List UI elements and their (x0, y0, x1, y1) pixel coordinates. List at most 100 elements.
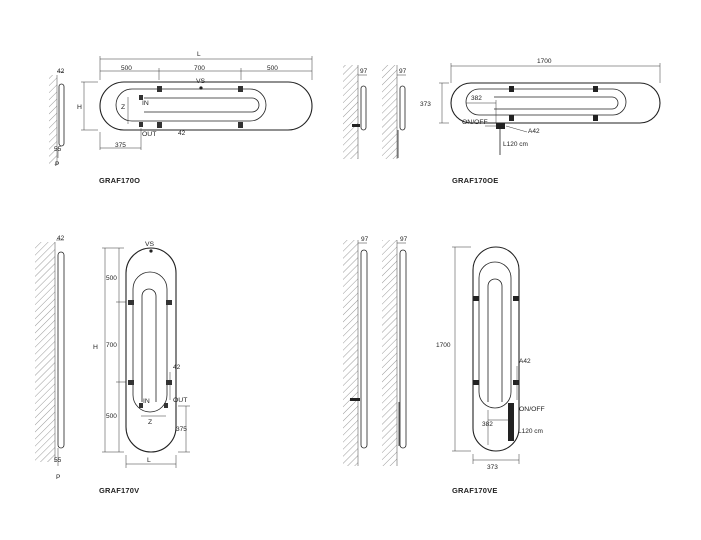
graf170o-in-connector (139, 95, 143, 100)
graf170ve-dim-1700: 1700 (436, 342, 451, 349)
graf170v-dim-500a: 500 (106, 275, 117, 282)
graf170o-side-wall-hatch (49, 75, 57, 165)
graf170ve-bracket (513, 380, 519, 385)
graf170oe-bracket (593, 86, 598, 92)
graf170v-bracket (166, 300, 172, 305)
graf170ve-dim-97b: 97 (400, 236, 408, 243)
graf170v-z-label: Z (148, 419, 152, 426)
graf170v-wall-hatch (35, 242, 55, 462)
graf170oe-outer-loop (450, 82, 661, 124)
graf170v-l-label: L (147, 457, 151, 464)
graf170oe-wall-hatch-1 (343, 65, 358, 159)
graf170ve-side-plug-1 (350, 398, 360, 401)
graf170ve-bracket (513, 296, 519, 301)
graf170v-inner-loop-1 (132, 271, 168, 413)
graf170oe-dim-1700: 1700 (537, 58, 552, 65)
graf170o-in-label: IN (142, 100, 149, 107)
graf170oe-drawing: 97 97 1700 373 382 ON/OFF A42 L120 cm (343, 58, 661, 185)
graf170o-inner-loop-1 (115, 88, 267, 122)
graf170v-inner-loop-2 (141, 288, 157, 402)
graf170v-dim-55: 55 (54, 457, 62, 464)
graf170oe-l120-label: L120 cm (503, 141, 528, 148)
graf170oe-thermostat (496, 123, 505, 129)
graf170o-out-label: OUT (142, 131, 156, 138)
graf170oe-dim-97a: 97 (360, 68, 368, 75)
graf170v-in-connector (139, 403, 143, 408)
graf170oe-dim-97b: 97 (399, 68, 407, 75)
graf170v-outer-loop (125, 247, 177, 453)
graf170v-dim-375: 375 (176, 426, 187, 433)
graf170o-dim-42-side: 42 (57, 68, 65, 75)
graf170ve-bracket (473, 296, 479, 301)
graf170v-in-label: IN (143, 398, 150, 405)
graf170v-p-label: P (56, 474, 60, 481)
graf170o-bracket (238, 86, 243, 92)
graf170oe-side-plug-1 (352, 124, 360, 127)
graf170o-drawing: 42 55 P L 500 700 500 VS H Z IN (49, 51, 313, 185)
graf170oe-caption: GRAF170OE (452, 176, 498, 185)
graf170v-drawing: 42 55 P VS 500 700 500 H 42 IN OUT Z (35, 235, 190, 495)
graf170oe-side-radiator-2 (399, 85, 406, 131)
graf170o-dim-42-pipe: 42 (178, 130, 186, 137)
graf170o-vent-valve (199, 86, 203, 90)
graf170o-dim-500b: 500 (267, 65, 278, 72)
graf170o-bracket (157, 122, 162, 128)
graf170o-dim-375: 375 (115, 142, 126, 149)
graf170ve-inner-loop-1 (478, 261, 512, 409)
graf170o-p-label: P (55, 161, 59, 168)
graf170ve-on-off-label: ON/OFF (519, 406, 545, 413)
graf170v-out-label: OUT (173, 397, 187, 404)
graf170ve-wall-hatch-2 (382, 240, 397, 466)
graf170ve-side-radiator-2 (399, 249, 407, 449)
graf170v-bracket (166, 380, 172, 385)
graf170oe-a42-label: A42 (528, 128, 540, 135)
graf170o-dim-L: L (197, 51, 201, 58)
graf170v-dim-42-side: 42 (57, 235, 65, 242)
graf170ve-dim-97a: 97 (361, 236, 369, 243)
graf170o-bracket (238, 122, 243, 128)
graf170oe-inner-loop-2 (494, 96, 619, 110)
graf170o-bracket (157, 86, 162, 92)
graf170ve-bracket (473, 380, 479, 385)
graf170o-dim-500a: 500 (121, 65, 132, 72)
graf170oe-bracket (509, 115, 514, 121)
graf170v-dim-500b: 500 (106, 413, 117, 420)
graf170o-vs-label: VS (196, 78, 206, 85)
graf170v-caption: GRAF170V (99, 486, 139, 495)
graf170v-bracket (128, 380, 134, 385)
graf170oe-wall-hatch-2 (382, 65, 397, 159)
graf170ve-thermostat (508, 403, 514, 441)
graf170oe-side-radiator-1 (360, 85, 367, 131)
graf170ve-drawing: 97 97 1700 A42 ON/OFF 382 L120 cm 373 GR… (343, 236, 545, 495)
graf170o-inner-loop-2 (144, 97, 260, 113)
graf170ve-dim-382: 382 (482, 421, 493, 428)
graf170ve-outer-loop (472, 246, 520, 452)
graf170ve-wall-hatch-1 (343, 240, 358, 466)
graf170ve-l120-label: L120 cm (518, 428, 543, 435)
graf170o-outer-loop (99, 81, 313, 131)
graf170oe-bracket (509, 86, 514, 92)
graf170o-h-label: H (77, 104, 82, 111)
graf170ve-caption: GRAF170VE (452, 486, 498, 495)
graf170o-dim-55: 55 (54, 146, 62, 153)
graf170ve-side-radiator-1 (360, 249, 368, 449)
graf170oe-on-off-label: ON/OFF (462, 119, 488, 126)
graf170v-dim-700: 700 (106, 342, 117, 349)
graf170oe-dim-382: 382 (471, 95, 482, 102)
graf170ve-a42-label: A42 (519, 358, 531, 365)
graf170oe-dim-373: 373 (420, 101, 431, 108)
graf170o-z-label: Z (121, 104, 125, 111)
graf170o-caption: GRAF170O (99, 176, 140, 185)
graf170v-vs-label: VS (145, 241, 155, 248)
graf170ve-inner-loop-2 (487, 278, 503, 402)
graf170v-h-label: H (93, 344, 98, 351)
graf170oe-bracket (593, 115, 598, 121)
graf170o-out-connector (139, 122, 143, 127)
graf170o-side-radiator (58, 83, 65, 147)
graf170o-dim-700: 700 (194, 65, 205, 72)
graf170v-dim-42-pipe: 42 (173, 364, 181, 371)
graf170oe-inner-loop-1 (465, 88, 627, 116)
graf170v-out-connector (164, 403, 168, 408)
graf170v-bracket (128, 300, 134, 305)
